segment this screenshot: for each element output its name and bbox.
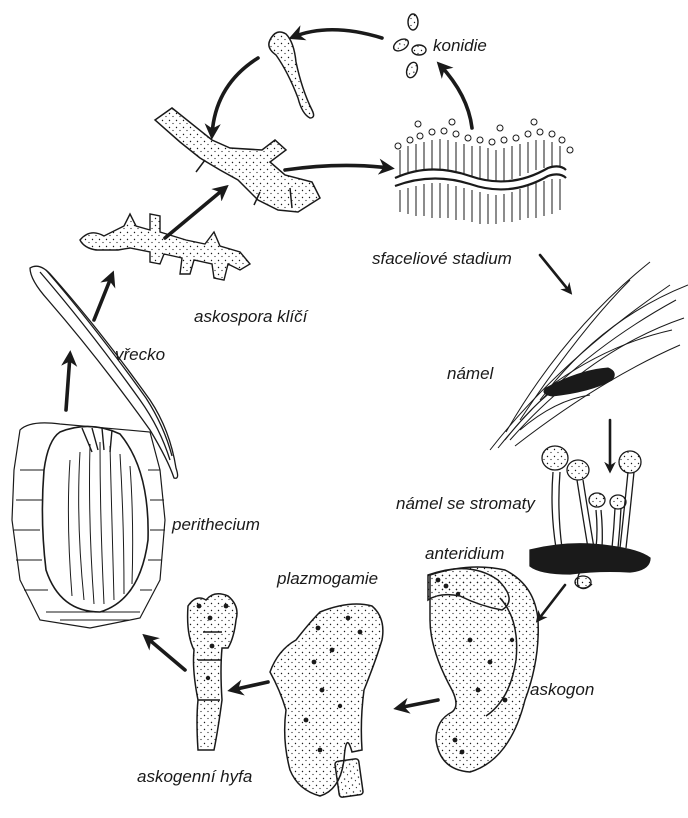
plazmogamie-cell [270, 604, 383, 797]
label-sfaceliove-stadium: sfaceliové stadium [372, 250, 512, 267]
label-askogenni-hyfa: askogenní hyfa [137, 768, 252, 785]
arrow-hypha-to-perithecium [146, 637, 185, 670]
arrow-germ-to-hypha [212, 58, 258, 135]
rye-ear-with-sclerotium [490, 262, 688, 450]
arrow-perithecium-to-ascus [66, 355, 70, 410]
label-namel: námel [447, 365, 493, 382]
arrow-plazmogamie-to-hypha [232, 682, 268, 690]
arrow-stromata-to-askogon [538, 585, 565, 620]
askospora-drawing [80, 214, 250, 280]
sphacelial-stage [395, 119, 573, 224]
label-namel-se-stromaty: námel se stromaty [396, 495, 535, 512]
branched-hypha [155, 108, 320, 212]
label-askogon: askogon [530, 681, 594, 698]
label-askospora-klici: askospora klíčí [194, 308, 307, 325]
arrow-askogon-to-plazmogamie [398, 700, 438, 708]
label-anteridium: anteridium [425, 545, 504, 562]
label-perithecium: perithecium [172, 516, 260, 533]
sclerotium-with-stromata [530, 446, 650, 589]
germinating-conidium [269, 32, 314, 118]
label-konidie: konidie [433, 37, 487, 54]
arrow-ascospore-to-hypha [165, 188, 225, 238]
arrow-sphacelia-to-conidia [440, 65, 472, 128]
askogenni-hyfa-drawing [188, 594, 237, 750]
arrow-ascus-to-ascospore [94, 275, 112, 320]
label-vrecko: vřecko [115, 346, 165, 363]
perithecium-drawing [12, 423, 165, 628]
arrow-conidia-to-germ [293, 30, 382, 38]
arrow-hypha-to-sphacelia [285, 165, 390, 170]
label-plazmogamie: plazmogamie [277, 570, 378, 587]
arrow-sphacelia-to-sclerotium [540, 255, 570, 292]
askogon-anteridium [428, 567, 538, 772]
conidia-drawing [392, 14, 426, 79]
